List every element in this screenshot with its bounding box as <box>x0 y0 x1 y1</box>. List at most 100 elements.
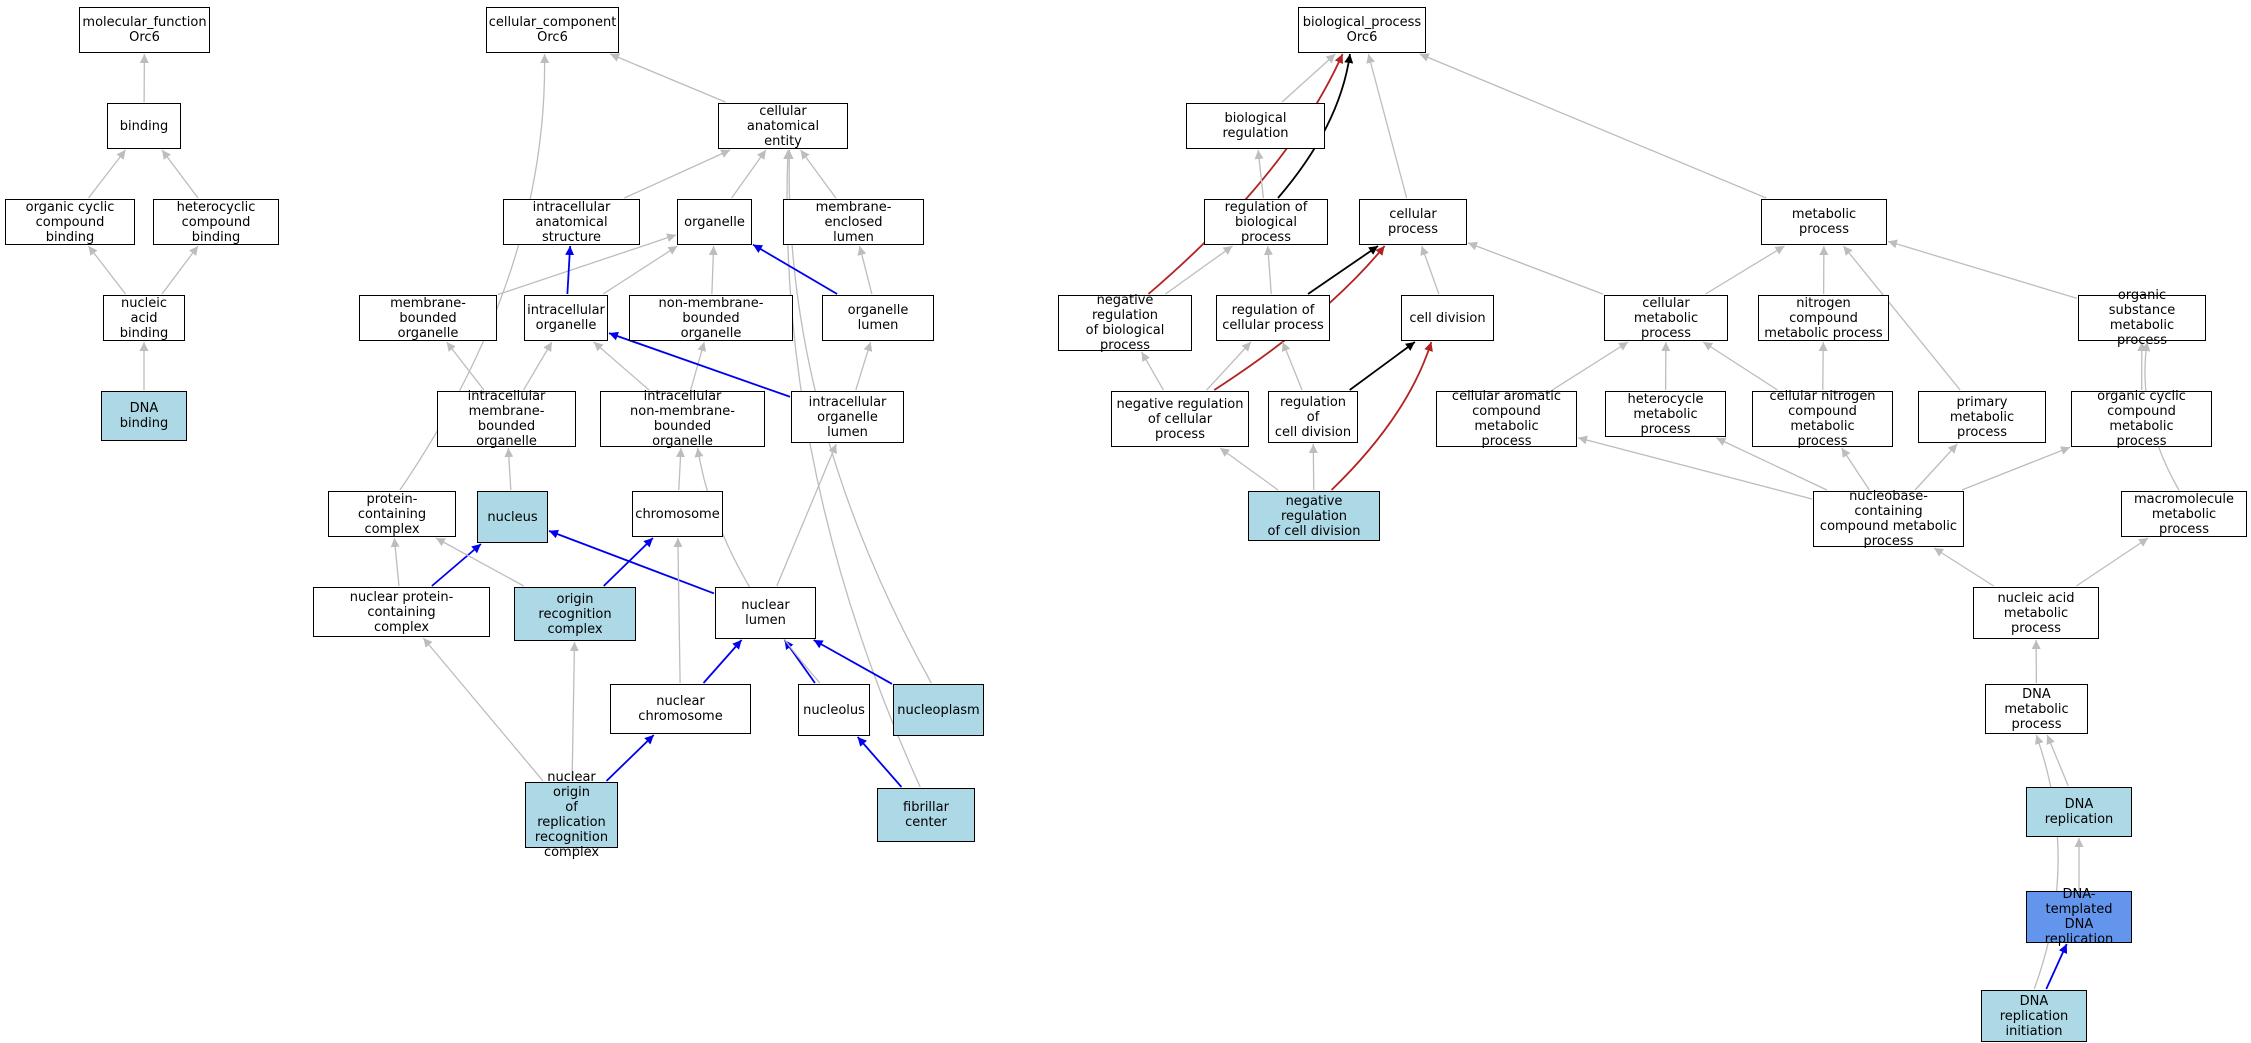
edge-nchrom-to-nl <box>702 639 743 684</box>
edge-organelle-to-cae <box>731 149 767 199</box>
edge-nucleus-to-imbo <box>504 447 514 491</box>
edge-norc-to-npcc <box>422 637 544 782</box>
edge-nrcp-to-nrbp <box>1141 351 1164 391</box>
node-cp: cellular process <box>1359 199 1467 245</box>
edge-nmbo-to-organelle <box>708 245 718 295</box>
node-fc: fibrillar center <box>877 788 975 842</box>
node-nrbp: negative regulation of biological proces… <box>1058 293 1192 353</box>
node-ol: organelle lumen <box>822 295 934 341</box>
edge-cd-to-cp <box>1420 245 1440 295</box>
edge-nucleolus-to-inmbo <box>694 447 821 684</box>
edge-cae-to-cc <box>609 53 726 103</box>
node-ncmp: nitrogen compound metabolic process <box>1758 295 1889 341</box>
edge-osmp-to-mp <box>1887 239 2078 299</box>
node-rcp: regulation of cellular process <box>1216 295 1330 341</box>
edge-npcc-to-pcc <box>390 537 400 587</box>
node-npcc: nuclear protein-containing complex <box>313 587 490 637</box>
edge-nab-to-ocb <box>87 245 127 295</box>
edge-norc-to-orc <box>569 641 579 782</box>
edge-namp-to-nbcmp <box>1933 547 1994 587</box>
edge-mel-to-cae <box>800 149 837 199</box>
edge-nab-to-hcb <box>161 245 199 295</box>
edge-mbo-to-organelle <box>497 233 677 296</box>
node-pcc: protein-containing complex <box>328 491 456 537</box>
edge-nrcd-to-cd <box>1330 341 1433 491</box>
edge-ol-to-organelle <box>752 243 838 295</box>
edge-nbcmp-to-occmp <box>1961 446 2071 491</box>
node-nrcd: negative regulation of cell division <box>1248 491 1380 541</box>
edge-inmbo-to-nmbo <box>690 341 707 391</box>
node-rcd: regulation of cell division <box>1268 391 1358 443</box>
edge-cncmp-to-cmp <box>1702 341 1778 391</box>
edge-orc-to-pcc <box>435 537 525 587</box>
edge-iol-to-io <box>608 331 791 398</box>
edge-pmp-to-mp <box>1842 245 1961 391</box>
node-dri: DNA replication initiation <box>1981 990 2087 1042</box>
edge-nchrom-to-chrom <box>673 537 683 684</box>
edge-mp-to-bp <box>1419 53 1767 199</box>
edge-nrcd-to-nrcp <box>1219 447 1279 491</box>
node-cncmp: cellular nitrogen compound metabolic pro… <box>1752 389 1893 449</box>
node-nucleoplasm: nucleoplasm <box>893 684 984 736</box>
node-occmp: organic cyclic compound metabolic proces… <box>2071 389 2212 449</box>
node-binding: binding <box>107 103 181 149</box>
node-bp: biological_process Orc6 <box>1298 7 1426 53</box>
node-mbo: membrane-bounded organelle <box>359 295 497 341</box>
node-hcb: heterocyclic compound binding <box>153 199 279 245</box>
edge-norc-to-nchrom <box>605 734 655 782</box>
node-cae: cellular anatomical entity <box>718 103 848 149</box>
edge-rcp-to-cp <box>1307 245 1379 295</box>
edge-rcd-to-cd <box>1349 341 1416 391</box>
edge-chrom-to-inmbo <box>676 447 685 491</box>
node-cc: cellular_component Orc6 <box>486 7 619 53</box>
edge-cmp-to-mp <box>1705 245 1785 295</box>
edge-rbp-to-br <box>1254 149 1265 199</box>
edge-dri-to-dtdr <box>2045 943 2068 990</box>
node-hmp: heterocycle metabolic process <box>1605 391 1726 437</box>
edge-imbo-to-io <box>523 341 553 391</box>
node-osmp: organic substance metabolic process <box>2078 288 2206 348</box>
edge-ol-to-mel <box>857 245 873 295</box>
node-iol: intracellular organelle lumen <box>791 391 904 443</box>
node-nl: nuclear lumen <box>715 587 816 639</box>
node-orc: origin recognition complex <box>514 587 636 641</box>
edge-imbo-to-mbo <box>446 341 485 391</box>
edge-nbcmp-to-cacmp <box>1577 435 1813 500</box>
edge-br-to-bp <box>1281 53 1336 103</box>
edge-nbcmp-to-cncmp <box>1841 447 1870 491</box>
node-dnarep: DNA replication <box>2026 787 2132 837</box>
node-ocb: organic cyclic compound binding <box>5 199 135 245</box>
node-cacmp: cellular aromatic compound metabolic pro… <box>1436 389 1577 449</box>
node-nbcmp: nucleobase-containing compound metabolic… <box>1813 489 1964 549</box>
node-chrom: chromosome <box>632 491 723 537</box>
node-pmp: primary metabolic process <box>1918 391 2046 443</box>
edge-nrbp-to-bp <box>1147 53 1344 295</box>
edge-nbcmp-to-pmp <box>1914 443 1958 491</box>
node-br: biological regulation <box>1186 103 1325 149</box>
edge-rbp-to-bp <box>1277 53 1354 199</box>
edge-hcb-to-binding <box>161 149 199 199</box>
node-dtdr: DNA-templated DNA replication <box>2026 887 2132 947</box>
edge-io-to-organelle <box>602 245 678 295</box>
node-nucleus: nucleus <box>477 491 548 543</box>
edge-dri-to-dnamp <box>2033 734 2059 990</box>
node-mel: membrane-enclosed lumen <box>783 199 924 245</box>
node-cd: cell division <box>1401 295 1494 341</box>
node-mp: metabolic process <box>1761 199 1887 245</box>
edge-ocb-to-binding <box>87 149 127 199</box>
node-mmp: macromolecule metabolic process <box>2121 491 2247 537</box>
edge-inmbo-to-io <box>593 341 650 391</box>
node-namp: nucleic acid metabolic process <box>1973 587 2099 639</box>
edge-cacmp-to-cmp <box>1551 341 1629 391</box>
node-dnamp: DNA metabolic process <box>1985 684 2088 734</box>
node-nucleolus: nucleolus <box>798 684 870 736</box>
edge-fc-to-nucleolus <box>856 736 903 788</box>
node-dnab: DNA binding <box>101 391 187 441</box>
node-imbo: intracellular membrane-bounded organelle <box>437 389 576 449</box>
edge-ias-to-cae <box>624 149 731 199</box>
node-organelle: organelle <box>677 199 752 245</box>
node-norc: nuclear origin of replication recognitio… <box>525 770 618 860</box>
edge-nl-to-nucleus <box>548 529 715 595</box>
